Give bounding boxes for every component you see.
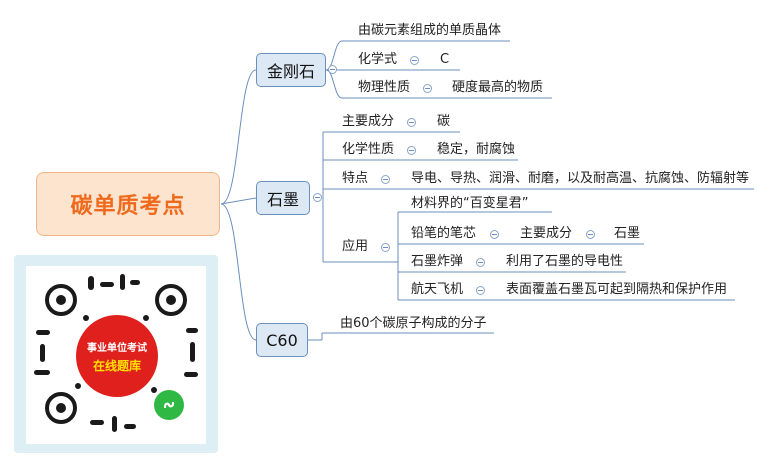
collapse-space-icon[interactable] bbox=[476, 286, 485, 295]
collapse-physical-icon[interactable] bbox=[423, 84, 432, 93]
root-title: 碳单质考点 bbox=[70, 194, 186, 219]
graphite-feature-value: 导电、导热、润滑、耐磨，以及耐高温、抗腐蚀、防辐射等 bbox=[411, 171, 750, 186]
app-space-key: 航天飞机 bbox=[411, 282, 464, 297]
collapse-pencil-icon[interactable] bbox=[490, 230, 499, 239]
diamond-desc: 由碳元素组成的单质晶体 bbox=[358, 23, 502, 38]
graphite-chem-key: 化学性质 bbox=[342, 142, 395, 157]
diamond-formula-key: 化学式 bbox=[358, 52, 398, 67]
node-graphite-label: 石墨 bbox=[266, 190, 299, 209]
app-bomb-key: 石墨炸弹 bbox=[411, 254, 464, 269]
collapse-app-icon[interactable] bbox=[381, 243, 390, 252]
app-pencil-key: 铅笔的笔芯 bbox=[411, 226, 477, 241]
graphite-main-comp-key: 主要成分 bbox=[342, 114, 395, 129]
collapse-chem-icon[interactable] bbox=[407, 146, 416, 155]
app-pencil-sub-key: 主要成分 bbox=[520, 226, 573, 241]
node-c60[interactable]: C60 bbox=[256, 323, 308, 357]
app-bomb-value: 利用了石墨的导电性 bbox=[506, 254, 624, 269]
diamond-physical-value: 硬度最高的物质 bbox=[452, 80, 544, 95]
node-diamond-label: 金刚石 bbox=[266, 62, 315, 81]
graphite-feature-key: 特点 bbox=[342, 171, 369, 186]
app-material: 材料界的“百变星君” bbox=[411, 196, 529, 211]
graphite-main-comp-value: 碳 bbox=[437, 114, 451, 129]
collapse-bomb-icon[interactable] bbox=[476, 258, 485, 267]
graphite-app-key: 应用 bbox=[342, 239, 369, 254]
node-diamond[interactable]: 金刚石 bbox=[256, 53, 326, 87]
diamond-formula-value: C bbox=[440, 52, 450, 67]
qr-badge-line2: 在线题库 bbox=[92, 358, 141, 373]
wechat-miniprogram-icon bbox=[154, 390, 184, 420]
collapse-diamond-icon[interactable] bbox=[328, 65, 337, 74]
root-node[interactable]: 碳单质考点 bbox=[36, 172, 220, 236]
c60-desc: 由60个碳原子构成的分子 bbox=[340, 316, 487, 331]
collapse-main-comp-icon[interactable] bbox=[407, 118, 416, 127]
collapse-feature-icon[interactable] bbox=[381, 175, 390, 184]
app-pencil-sub-value: 石墨 bbox=[614, 226, 641, 241]
collapse-graphite-icon[interactable] bbox=[313, 193, 322, 202]
diamond-physical-key: 物理性质 bbox=[358, 80, 411, 95]
app-space-value: 表面覆盖石墨瓦可起到隔热和保护作用 bbox=[506, 282, 728, 297]
node-c60-label: C60 bbox=[266, 330, 298, 350]
qr-badge-line1: 事业单位考试 bbox=[87, 342, 147, 354]
collapse-pencil-sub-icon[interactable] bbox=[586, 230, 595, 239]
node-graphite[interactable]: 石墨 bbox=[256, 181, 310, 215]
collapse-formula-icon[interactable] bbox=[410, 56, 419, 65]
qr-pattern-icon bbox=[34, 274, 198, 432]
qr-badge: 事业单位考试 在线题库 bbox=[76, 315, 158, 397]
graphite-chem-value: 稳定，耐腐蚀 bbox=[437, 142, 516, 157]
